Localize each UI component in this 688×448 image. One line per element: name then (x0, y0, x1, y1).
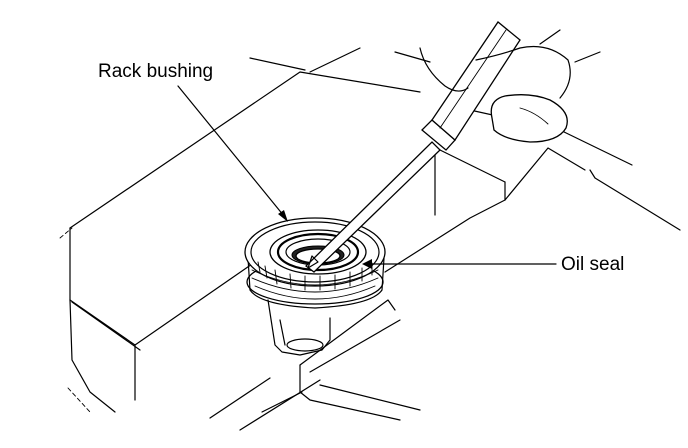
rack-bushing-leader (177, 85, 285, 217)
hand (419, 29, 601, 143)
rack-bushing-arrowhead (278, 210, 288, 222)
rack-bushing-label: Rack bushing (98, 61, 214, 82)
screwdriver (305, 21, 521, 273)
oil-seal-arrowhead (362, 259, 372, 269)
gear-housing (59, 47, 681, 431)
housing-neck (267, 299, 331, 356)
leader-lines (177, 85, 557, 269)
oil-seal-label: Oil seal (561, 254, 625, 275)
